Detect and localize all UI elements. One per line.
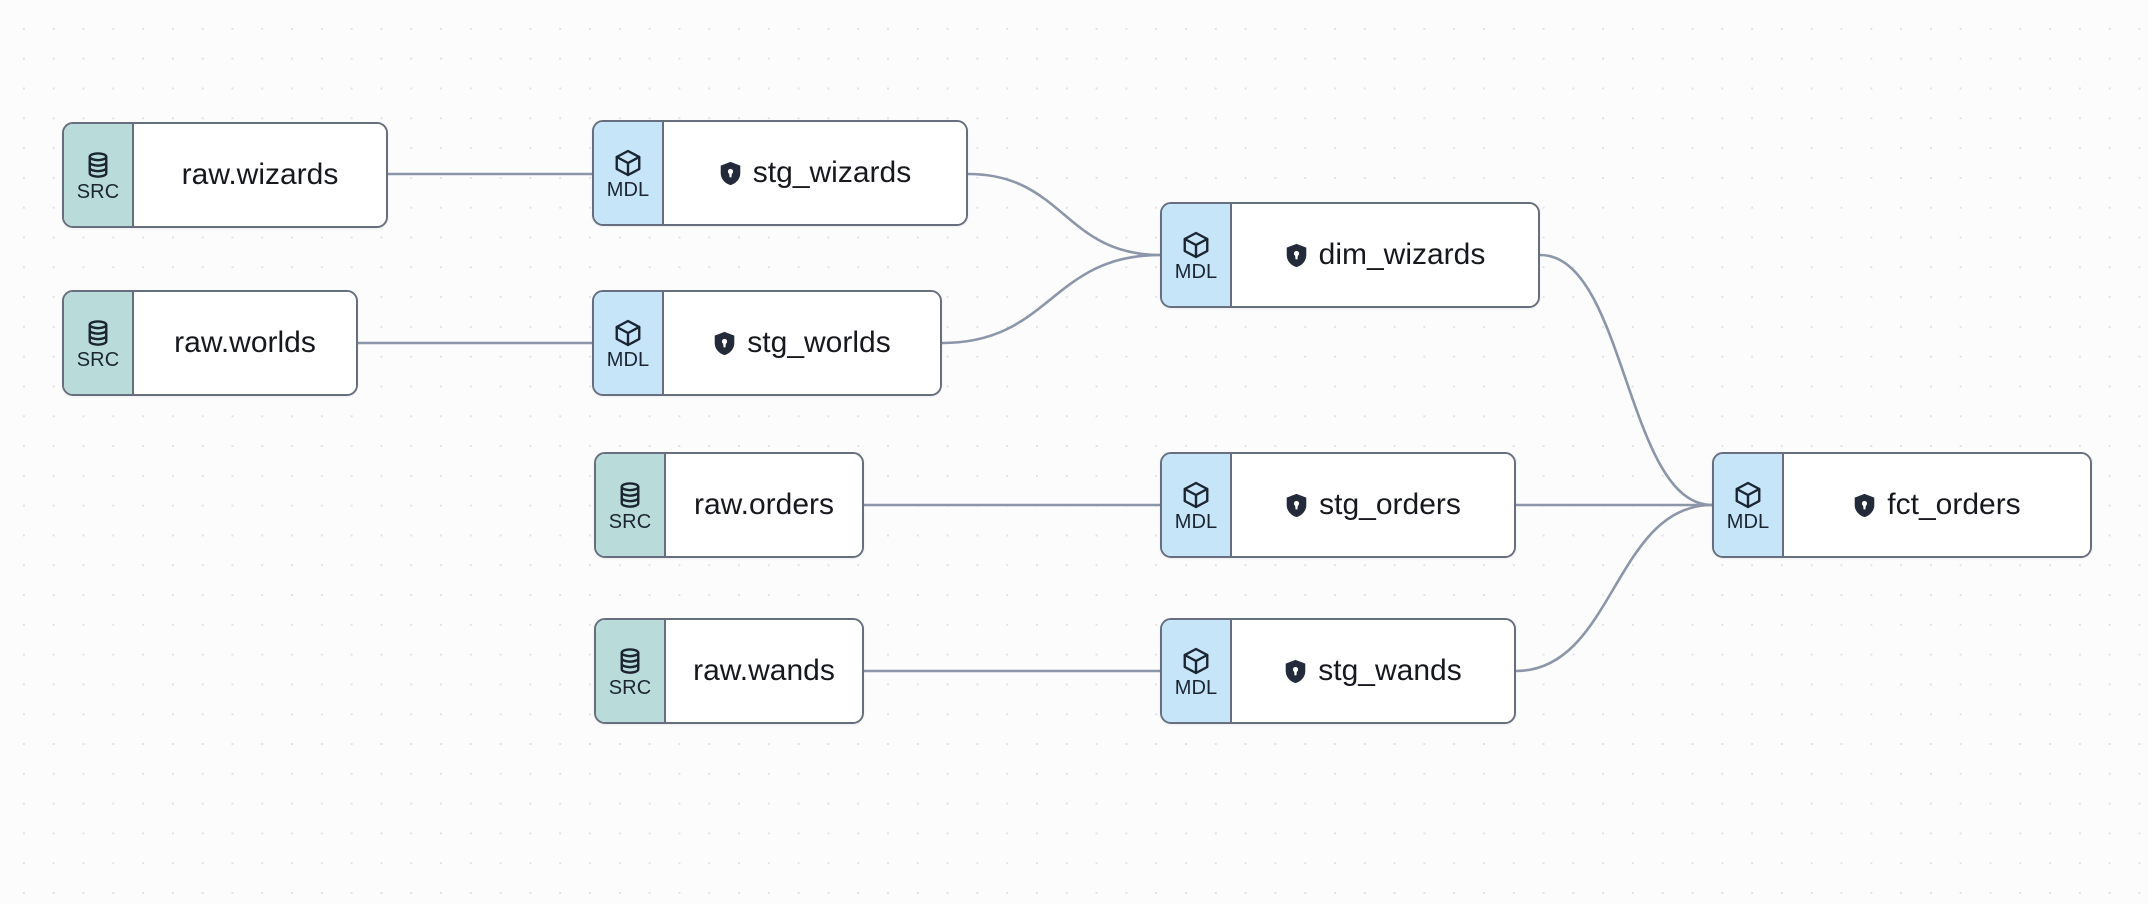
lineage-node-stg-orders[interactable]: MDL stg_orders: [1160, 452, 1516, 558]
cube-icon: [1735, 481, 1761, 508]
shield-lock-icon: [1285, 659, 1306, 683]
node-type-badge-label: SRC: [608, 510, 652, 533]
node-type-badge-label: MDL: [1174, 676, 1218, 699]
node-label: stg_wands: [1318, 654, 1462, 687]
database-icon: [88, 319, 108, 346]
node-type-badge-label: MDL: [1726, 510, 1770, 533]
node-type-badge-label: MDL: [1174, 260, 1218, 283]
node-body: raw.orders: [666, 454, 862, 556]
node-body: stg_wands: [1232, 620, 1514, 722]
database-icon: [88, 151, 108, 178]
lineage-edge: [1514, 503, 1714, 673]
node-type-badge-src: SRC: [596, 454, 666, 556]
node-label: raw.wands: [693, 654, 835, 687]
node-body: raw.worlds: [134, 292, 356, 394]
cube-icon: [615, 319, 641, 346]
shield-lock-icon: [720, 161, 741, 185]
node-type-badge-mdl: MDL: [1714, 454, 1784, 556]
lineage-edge: [940, 253, 1162, 345]
node-body: stg_worlds: [664, 292, 940, 394]
database-icon: [620, 481, 640, 508]
node-body: fct_orders: [1784, 454, 2090, 556]
node-type-badge-src: SRC: [64, 292, 134, 394]
node-type-badge-mdl: MDL: [1162, 204, 1232, 306]
node-type-badge-label: SRC: [76, 348, 120, 371]
node-label: raw.wizards: [181, 158, 339, 191]
lineage-edge: [1538, 253, 1714, 507]
node-body: raw.wizards: [134, 124, 386, 226]
node-label: stg_wizards: [752, 156, 912, 189]
node-type-badge-label: MDL: [606, 178, 650, 201]
node-type-badge-src: SRC: [596, 620, 666, 722]
lineage-node-stg-wizards[interactable]: MDL stg_wizards: [592, 120, 968, 226]
node-type-badge-mdl: MDL: [1162, 454, 1232, 556]
node-label: dim_wizards: [1318, 238, 1486, 271]
lineage-node-raw-worlds[interactable]: SRC raw.worlds: [62, 290, 358, 396]
cube-icon: [1183, 647, 1209, 674]
lineage-node-fct-orders[interactable]: MDL fct_orders: [1712, 452, 2092, 558]
shield-lock-icon: [1286, 493, 1307, 517]
node-type-badge-label: MDL: [1174, 510, 1218, 533]
node-type-badge-label: MDL: [606, 348, 650, 371]
shield-lock-icon: [715, 331, 735, 355]
cube-icon: [1183, 231, 1209, 258]
node-label: raw.worlds: [174, 326, 316, 359]
cube-icon: [615, 149, 641, 176]
node-label: stg_worlds: [747, 326, 891, 359]
node-type-badge-label: SRC: [76, 180, 120, 203]
node-body: stg_wizards: [664, 122, 966, 224]
shield-lock-icon: [1855, 493, 1875, 517]
lineage-node-stg-worlds[interactable]: MDL stg_worlds: [592, 290, 942, 396]
lineage-edge: [966, 172, 1162, 257]
node-body: dim_wizards: [1232, 204, 1538, 306]
lineage-node-raw-orders[interactable]: SRC raw.orders: [594, 452, 864, 558]
node-label: raw.orders: [693, 488, 835, 521]
database-icon: [620, 647, 640, 674]
node-type-badge-label: SRC: [608, 676, 652, 699]
lineage-node-raw-wands[interactable]: SRC raw.wands: [594, 618, 864, 724]
node-type-badge-mdl: MDL: [1162, 620, 1232, 722]
node-body: raw.wands: [666, 620, 862, 722]
node-type-badge-mdl: MDL: [594, 122, 664, 224]
node-label: fct_orders: [1887, 488, 2021, 521]
node-type-badge-mdl: MDL: [594, 292, 664, 394]
lineage-node-raw-wizards[interactable]: SRC raw.wizards: [62, 122, 388, 228]
node-type-badge-src: SRC: [64, 124, 134, 226]
cube-icon: [1183, 481, 1209, 508]
lineage-node-dim-wizards[interactable]: MDL dim_wizards: [1160, 202, 1540, 308]
node-body: stg_orders: [1232, 454, 1514, 556]
lineage-node-stg-wands[interactable]: MDL stg_wands: [1160, 618, 1516, 724]
shield-lock-icon: [1286, 243, 1306, 267]
node-label: stg_orders: [1319, 488, 1461, 521]
